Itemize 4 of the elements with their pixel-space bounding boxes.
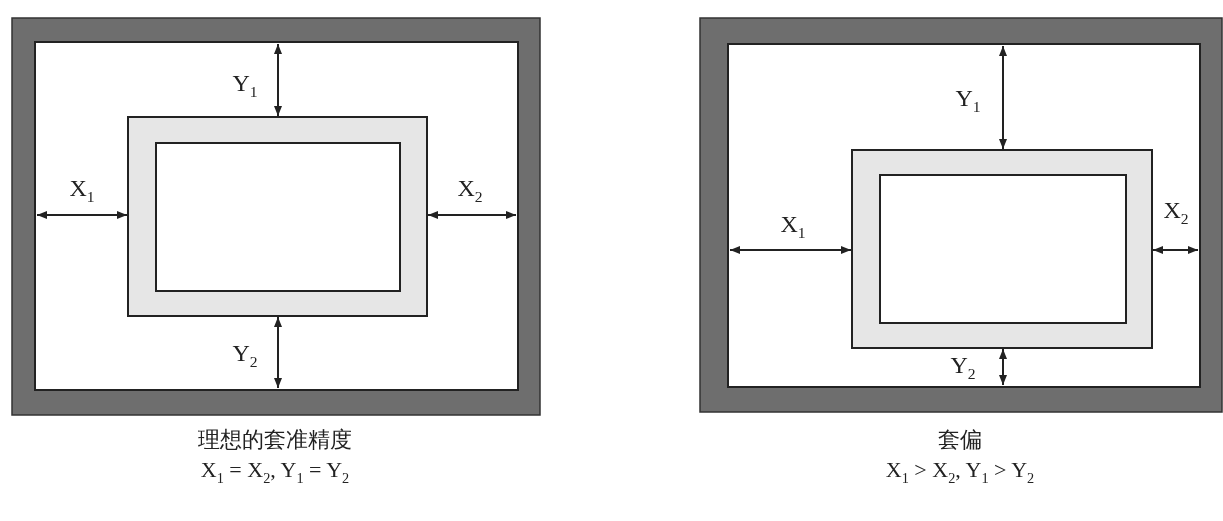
equation-text: X$_{1}$ > X$_{2}$, Y$_{1}$ > Y$_{2}$: [885, 459, 1035, 485]
equation-text: X$_{1}$ = X$_{2}$, Y$_{1}$ = Y$_{2}$: [200, 459, 350, 485]
caption-text: 套偏: [938, 429, 982, 451]
caption-text: 理想的套准精度: [198, 429, 352, 451]
